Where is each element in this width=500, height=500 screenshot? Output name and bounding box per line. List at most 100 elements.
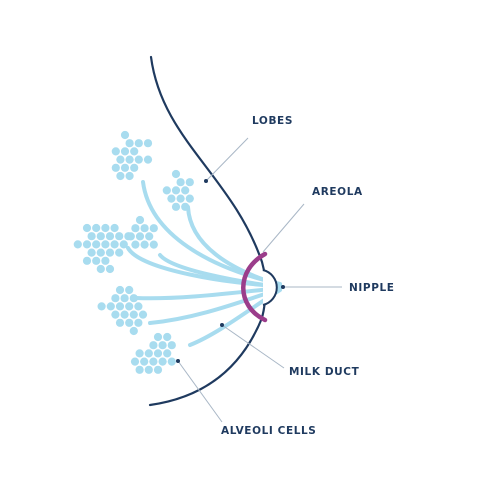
leader-areola [262,203,305,253]
alveolus-dot [167,357,176,366]
alveolus-dot [149,224,158,233]
alveolus-dot [143,155,153,164]
leader-dot-nipple [281,285,285,289]
alveolus-dot [96,248,105,257]
milk-duct-3 [126,246,282,288]
alveolus-dot [120,130,130,140]
alveolus-dot [125,318,134,327]
alveolus-dot [105,248,115,257]
alveolus-dot [115,302,125,311]
alveolus-dot [120,310,129,319]
label-areola: AREOLA [312,186,363,198]
alveolus-dot [96,232,105,241]
alveolus-dot [110,240,119,249]
alveolus-dot [163,349,172,358]
alveolus-dot [167,194,176,203]
alveolus-dot [135,365,144,374]
alveolus-dot [101,223,110,233]
alveolus-dot [140,240,149,249]
alveolus-dot [105,232,115,241]
alveolus-dot [149,341,158,350]
alveolus-dot [130,357,140,366]
alveolus-dot [125,139,134,148]
leader-dot-alveoli [176,359,180,363]
alveolus-dot [171,186,181,195]
alveolus-dot [138,310,148,319]
leader-alveoli [177,360,223,423]
leader-lobes [205,137,249,182]
alveolus-dot [111,163,120,172]
alveolus-dot [110,223,119,233]
alveolus-dot [153,365,163,374]
alveolus-dot [116,171,125,181]
alveolus-dot [97,302,106,311]
alveolus-dot [73,240,82,249]
alveolus-dot [129,326,138,336]
alveolus-dot [82,240,92,249]
alveolus-dot [130,147,139,156]
alveolus-dot [129,294,138,303]
alveolus-dot [82,256,92,265]
label-milk-duct: MILK DUCT [289,366,360,378]
alveolus-dot [158,357,167,366]
alveolus-dot [120,147,130,156]
alveolus-dot [158,341,167,350]
label-alveoli-cells: ALVEOLI CELLS [221,425,316,437]
alveolus-dot [125,171,134,181]
alveolus-dot [131,240,140,249]
alveolus-dot [134,155,143,164]
alveolus-dot [120,294,129,303]
alveolus-dot [135,232,145,241]
leader-dot-milk-duct [220,323,224,327]
alveoli-clusters [73,130,194,374]
alveolus-dot [140,357,149,366]
nipple-shape [262,269,278,306]
alveolus-dot [185,194,194,203]
alveolus-dot [171,169,181,179]
alveolus-dot [131,224,140,233]
alveolus-dot [140,224,149,233]
alveolus-dot [92,240,101,249]
alveolus-dot [115,248,124,257]
alveolus-dot [82,223,92,233]
alveolus-dot [171,202,181,211]
alveolus-dot [134,139,143,148]
alveolus-dot [135,349,144,358]
alveolus-dot [125,285,134,295]
alveolus-dot [176,178,185,187]
alveolus-dot [144,349,153,358]
alveolus-dot [176,194,185,203]
alveolus-dot [181,202,190,211]
alveolus-dot [185,178,194,187]
leader-milk-duct [221,324,285,369]
alveolus-dot [125,302,134,311]
alveolus-dot [115,285,125,295]
alveolus-dot [162,186,171,195]
alveolus-dot [115,232,124,241]
alveolus-dot [111,310,120,319]
areola-arc [241,251,268,323]
alveolus-dot [106,302,115,311]
alveolus-dot [149,357,158,366]
alveolus-dot [144,365,153,374]
leader-dot-lobes [204,179,208,183]
alveolus-dot [87,232,96,241]
alveolus-dot [92,256,101,265]
leader-lines [177,137,342,423]
label-lobes: LOBES [252,115,293,127]
alveolus-dot [143,139,153,148]
alveolus-dot [116,155,125,164]
alveolus-dot [92,223,101,233]
alveolus-dot [129,310,138,319]
label-nipple: NIPPLE [349,282,395,294]
milk-ducts [126,180,282,347]
leader-endpoints [176,179,285,363]
alveolus-dot [153,332,163,342]
alveolus-dot [119,240,128,249]
alveolus-dot [153,349,163,358]
alveolus-dot [126,232,135,241]
alveolus-dot [134,318,143,327]
alveolus-dot [163,332,172,342]
alveolus-dot [135,215,145,225]
